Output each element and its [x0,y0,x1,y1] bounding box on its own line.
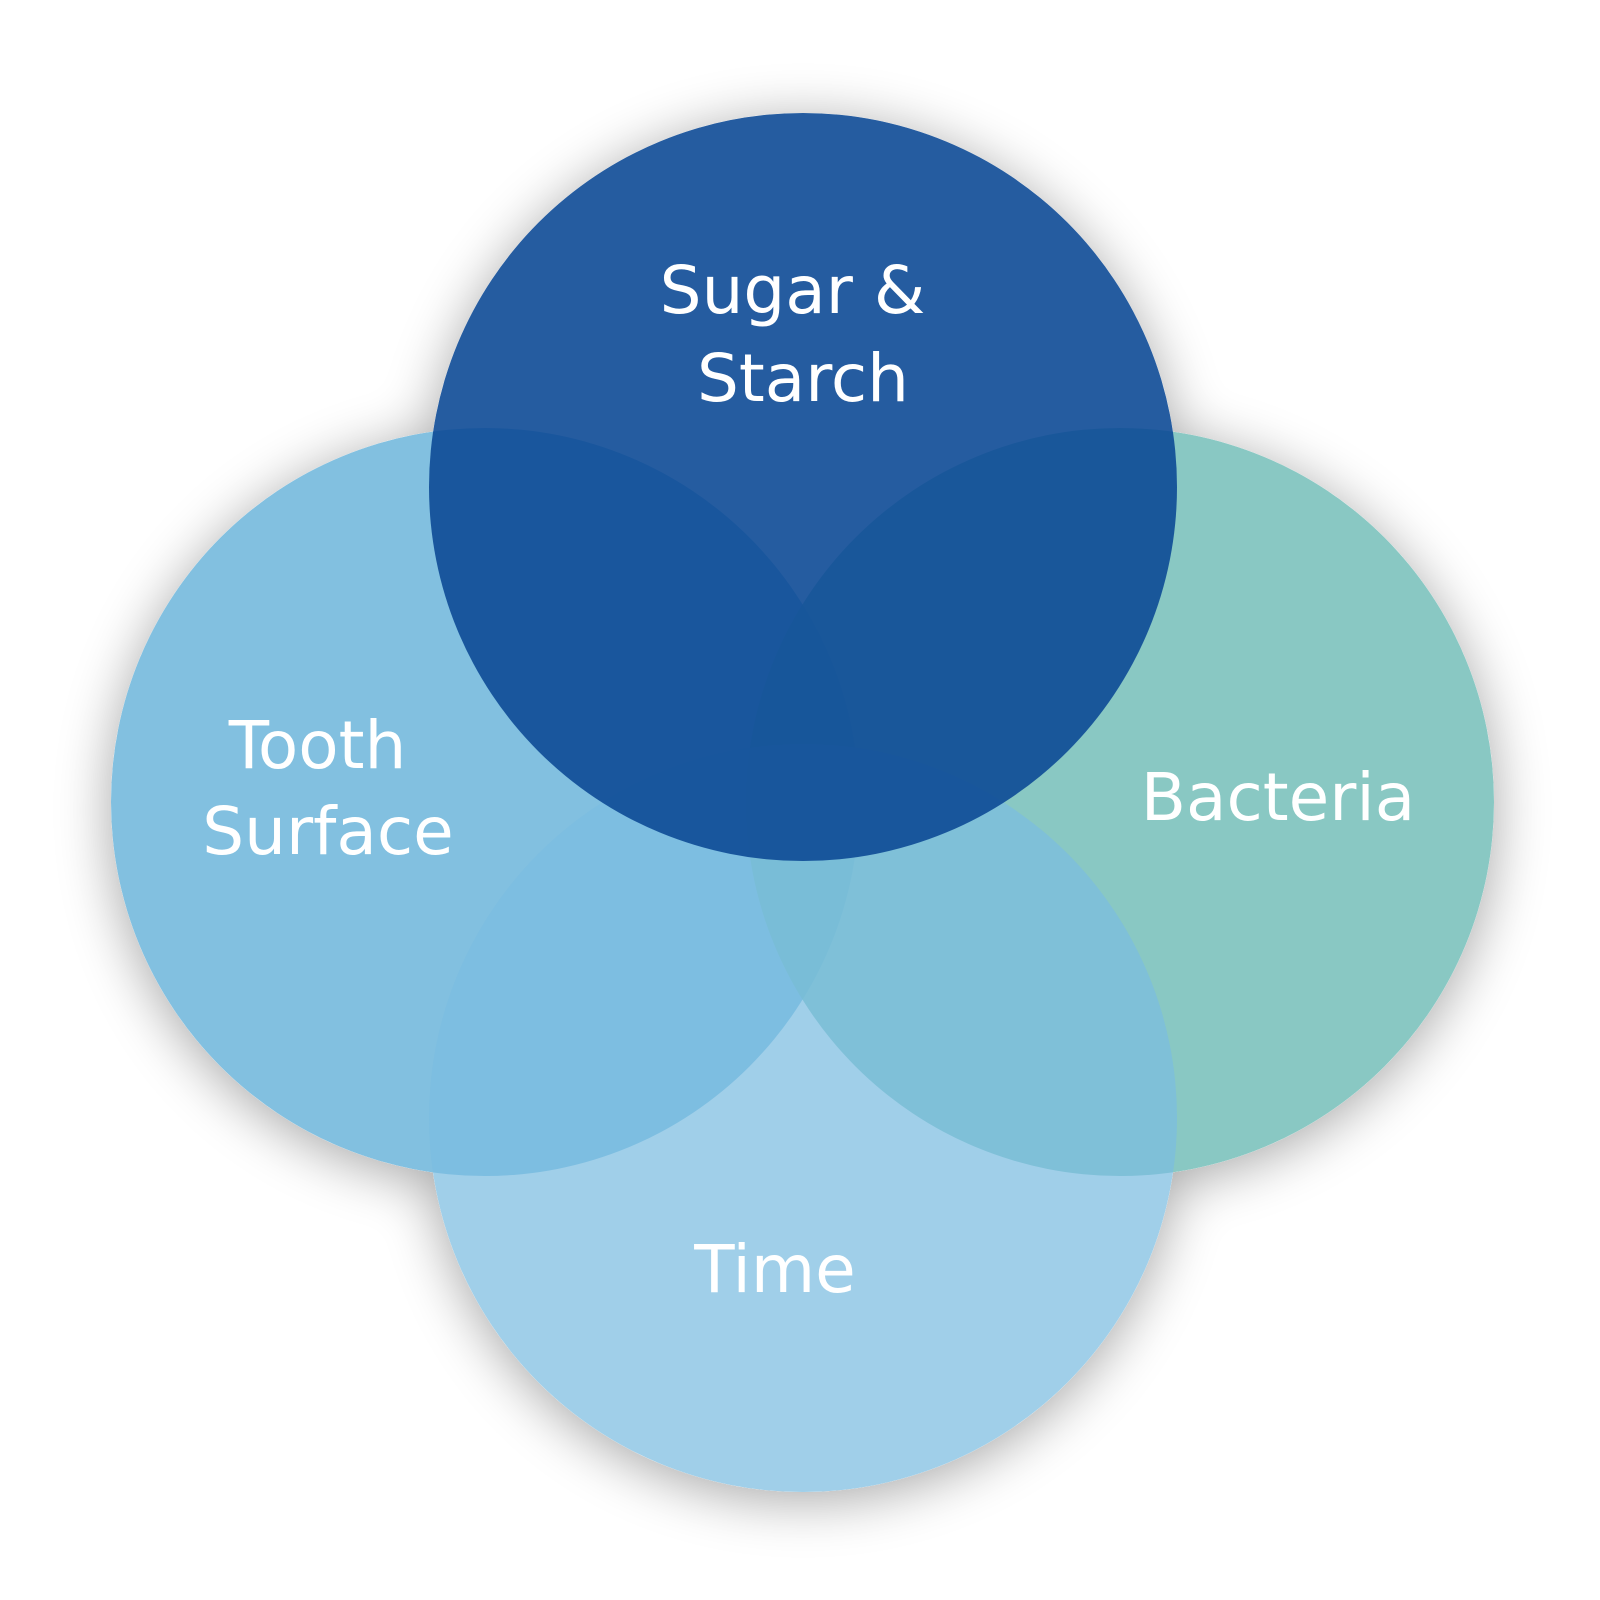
bacteria-label: Bacteria [1141,759,1415,836]
circle-group-sugar-starch [429,113,1177,861]
sugar-starch-circle [429,113,1177,861]
sugar-starch-label-line-2: Starch [697,340,909,417]
bacteria-label-line-1: Bacteria [1141,759,1415,836]
circle-group-time [429,744,1177,1492]
sugar-starch-label: Sugar & Starch [660,252,947,417]
sugar-starch-label-line-1: Sugar & [660,252,926,329]
time-label: Time [693,1231,856,1308]
tooth-surface-label: Tooth Surface [202,707,453,870]
tooth-surface-label-line-1: Tooth [228,707,407,784]
time-circle [429,744,1177,1492]
time-label-line-1: Time [693,1231,856,1308]
tooth-surface-label-line-2: Surface [202,793,453,870]
